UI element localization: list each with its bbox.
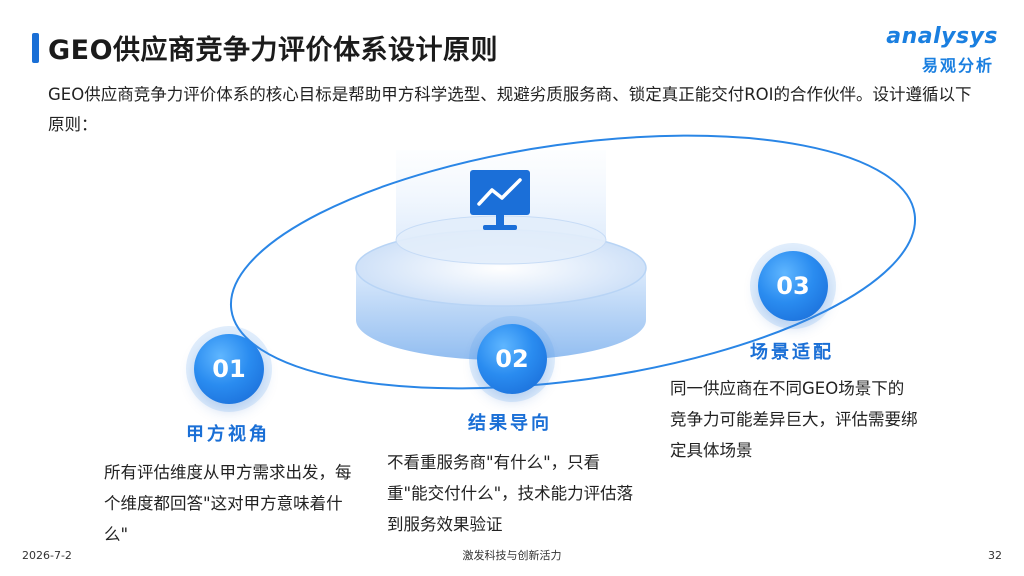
badge-01: 01 bbox=[194, 334, 264, 404]
principle-heading-02: 结果导向 bbox=[468, 413, 552, 434]
badge-02: 02 bbox=[477, 324, 547, 394]
principle-heading-01: 甲方视角 bbox=[186, 424, 270, 445]
footer-date: 2026-7-2 bbox=[22, 549, 72, 562]
title-accent-bar bbox=[32, 33, 39, 63]
principle-text-03: 同一供应商在不同GEO场景下的竞争力可能差异巨大，评估需要绑定具体场景 bbox=[670, 379, 918, 460]
badge-03: 03 bbox=[758, 251, 828, 321]
page-title: GEO供应商竞争力评价体系设计原则 bbox=[48, 35, 499, 66]
monitor-chart-icon bbox=[470, 170, 530, 230]
intro-paragraph: GEO供应商竞争力评价体系的核心目标是帮助甲方科学选型、规避劣质服务商、锁定真正… bbox=[48, 85, 972, 134]
principle-text-02: 不看重服务商"有什么"，只看重"能交付什么"，技术能力评估落到服务效果验证 bbox=[387, 453, 634, 534]
principle-text-01: 所有评估维度从甲方需求出发，每个维度都回答"这对甲方意味着什么" bbox=[104, 463, 352, 544]
orbit-ellipse bbox=[229, 134, 917, 390]
logo-text-cn: 易观分析 bbox=[921, 56, 994, 75]
principle-heading-03: 场景适配 bbox=[750, 342, 834, 363]
brand-logo: analysys 易观分析 bbox=[878, 24, 998, 76]
page-number: 32 bbox=[988, 549, 1002, 562]
footer-slogan: 激发科技与创新活力 bbox=[462, 549, 562, 562]
logo-text-en: analysys bbox=[886, 24, 998, 49]
